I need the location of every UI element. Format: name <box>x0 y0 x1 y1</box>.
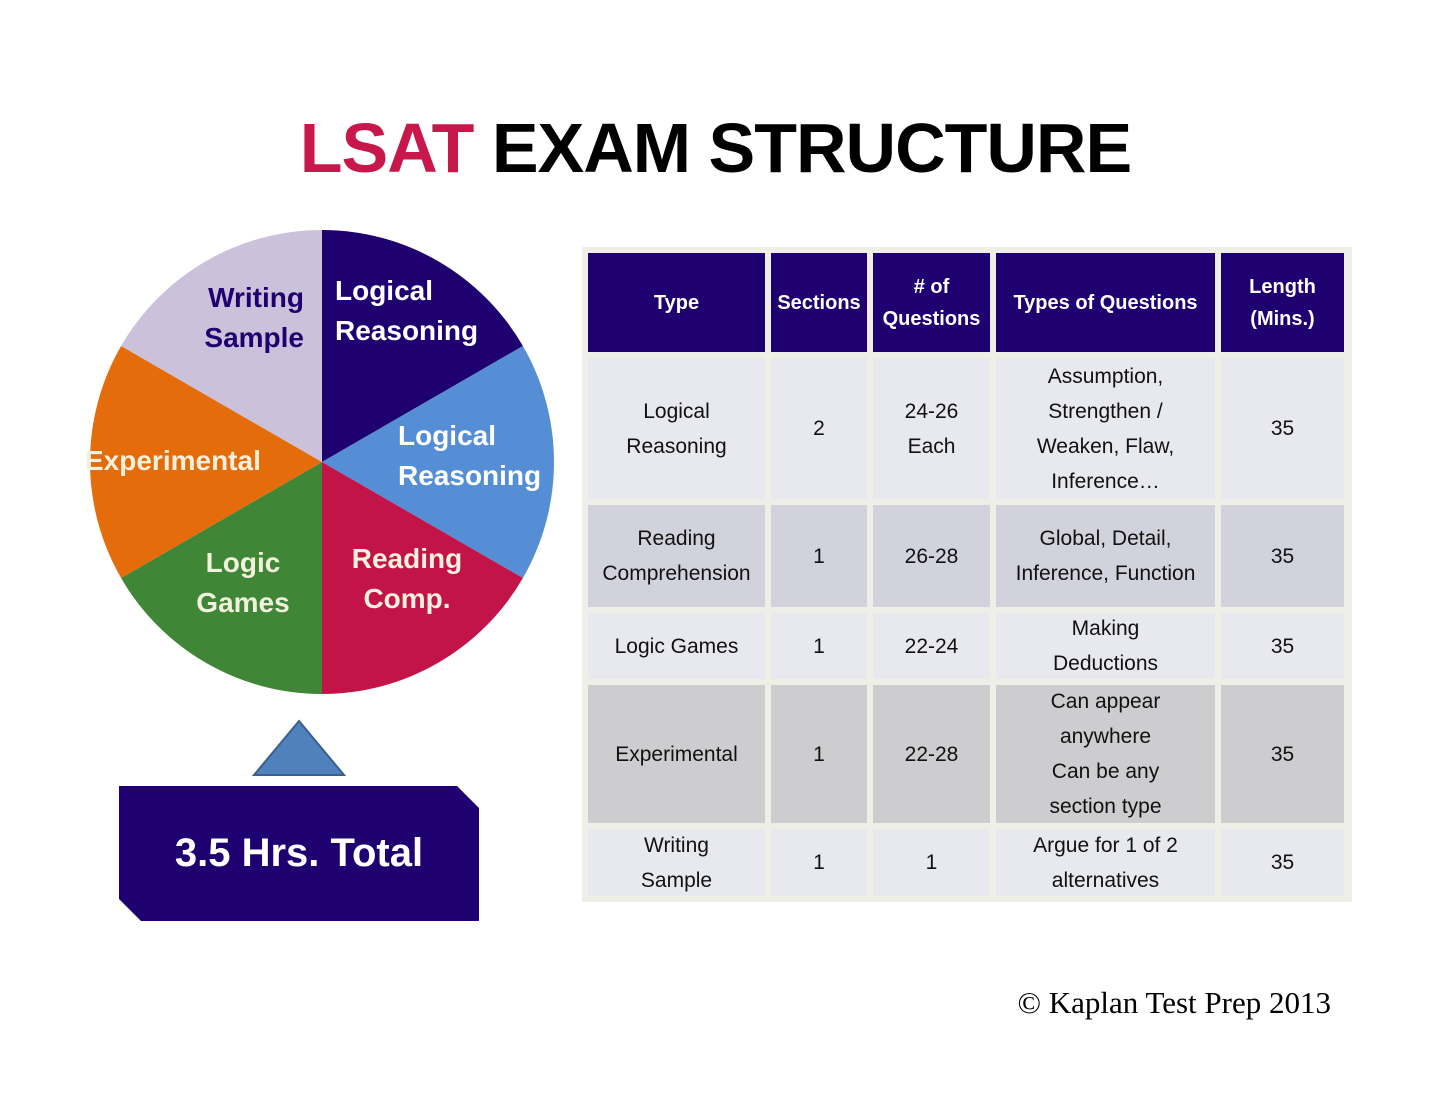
table-cell: 1 <box>771 829 867 896</box>
table-cell: 35 <box>1221 358 1344 499</box>
table-cell: Can appear anywhere Can be any section t… <box>996 685 1215 823</box>
table-cell: 1 <box>771 505 867 607</box>
title-highlight: LSAT <box>299 109 475 187</box>
pie-label-line: Games <box>196 587 289 618</box>
pie-label-line: Reading <box>352 543 462 574</box>
title-rest: EXAM STRUCTURE <box>491 109 1132 187</box>
table-cell: 2 <box>771 358 867 499</box>
table-header-cell: Types of Questions <box>996 253 1215 352</box>
pie-label-line: Sample <box>204 322 304 353</box>
table-cell: 22-28 <box>873 685 990 823</box>
table-cell: 35 <box>1221 505 1344 607</box>
table-header-cell: # of Questions <box>873 253 990 352</box>
table-cell: Writing Sample <box>588 829 765 896</box>
table-cell: Making Deductions <box>996 613 1215 679</box>
table-cell: 22-24 <box>873 613 990 679</box>
pie-label-line: Logic <box>206 547 281 578</box>
table-header-cell: Length (Mins.) <box>1221 253 1344 352</box>
pie-label-line: Reasoning <box>398 460 541 491</box>
table-cell: 26-28 <box>873 505 990 607</box>
pie-label-line: Experimental <box>85 445 261 476</box>
pie-slice <box>121 462 322 694</box>
table-cell: Experimental <box>588 685 765 823</box>
pie-slice <box>322 462 523 694</box>
table-cell: Global, Detail, Inference, Function <box>996 505 1215 607</box>
pie-label-line: Reasoning <box>335 315 478 346</box>
pie-label-line: Writing <box>208 282 304 313</box>
pie-label-line: Comp. <box>363 583 450 614</box>
pie-slice <box>322 346 554 578</box>
table-cell: Argue for 1 of 2 alternatives <box>996 829 1215 896</box>
table-cell: 35 <box>1221 829 1344 896</box>
table-cell: Reading Comprehension <box>588 505 765 607</box>
total-time-label: 3.5 Hrs. Total <box>174 831 424 875</box>
table-cell: 1 <box>771 685 867 823</box>
table-cell: Logical Reasoning <box>588 358 765 499</box>
table-header-cell: Sections <box>771 253 867 352</box>
table-cell: 1 <box>771 613 867 679</box>
table-cell: Assumption, Strengthen / Weaken, Flaw, I… <box>996 358 1215 499</box>
table-cell: 35 <box>1221 685 1344 823</box>
table-cell: 35 <box>1221 613 1344 679</box>
pie-slice <box>322 230 523 462</box>
page-title: LSAT EXAM STRUCTURE <box>0 108 1431 188</box>
copyright: © Kaplan Test Prep 2013 <box>1017 985 1331 1020</box>
pie-label-line: Logical <box>398 420 496 451</box>
table-header-cell: Type <box>588 253 765 352</box>
triangle-pointer-icon <box>251 719 347 776</box>
table-cell: 1 <box>873 829 990 896</box>
total-time-box: 3.5 Hrs. Total <box>119 786 479 921</box>
pie-slice <box>121 230 322 462</box>
pie-slice-label: Experimental <box>85 445 261 476</box>
table-cell: Logic Games <box>588 613 765 679</box>
table-cell: 24-26 Each <box>873 358 990 499</box>
pie-slice <box>90 346 322 578</box>
pie-label-line: Logical <box>335 275 433 306</box>
